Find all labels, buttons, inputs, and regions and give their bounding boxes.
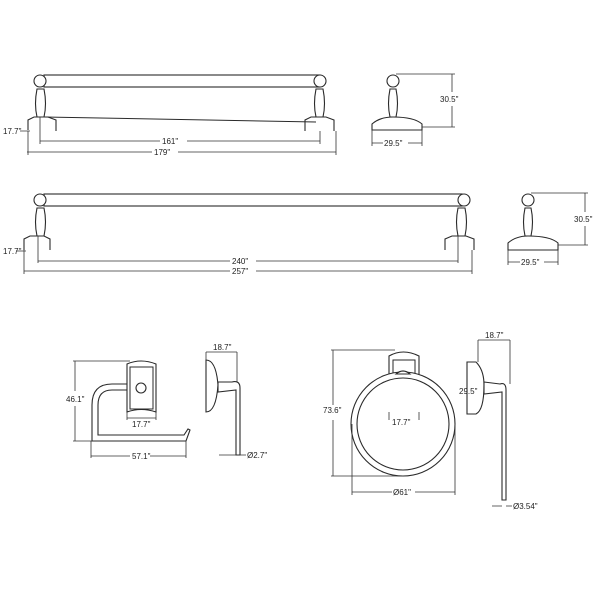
dim-label: 73.6"	[323, 406, 342, 415]
dim-label: Ø3.54"	[513, 502, 538, 511]
towel-ring-front: 17.7" 73.6" Ø61"	[323, 349, 456, 497]
dim-label: 17.7"	[3, 247, 22, 256]
towel-bar-24-front: 17.7" 240" 257"	[3, 193, 475, 276]
dim-label: 17.7"	[392, 418, 411, 427]
dim-label: 179"	[154, 148, 170, 157]
dim-label: 46.1"	[66, 395, 85, 404]
towel-bar-18-front: 17.7" 161" 179"	[3, 74, 337, 157]
dim-label: 240"	[232, 257, 248, 266]
dim-label: 161"	[162, 137, 178, 146]
dim-label: 29.5"	[384, 139, 403, 148]
paper-holder-front: 46.1" 17.7" 57.1"	[66, 360, 191, 461]
dim-label: 17.7"	[3, 127, 22, 136]
dim-label: 30.5"	[440, 95, 459, 104]
towel-ring-side: 18.7" 29.5" Ø3.54"	[459, 331, 538, 511]
dim-label: 30.5"	[574, 215, 593, 224]
dim-label: 18.7"	[213, 343, 232, 352]
dim-label: Ø61"	[393, 488, 411, 497]
dim-label: 57.1"	[132, 452, 151, 461]
dim-label: 18.7"	[485, 331, 504, 340]
paper-holder-side: 18.7" Ø2.7"	[205, 343, 267, 460]
towel-bar-24-side: 30.5" 29.5"	[507, 192, 593, 267]
towel-bar-18-side: 30.5" 29.5"	[371, 73, 459, 148]
dim-label: 29.5"	[459, 387, 478, 396]
dim-label: 17.7"	[132, 420, 151, 429]
dim-label: 29.5"	[521, 258, 540, 267]
dim-label: Ø2.7"	[247, 451, 267, 460]
dim-label: 257"	[232, 267, 248, 276]
